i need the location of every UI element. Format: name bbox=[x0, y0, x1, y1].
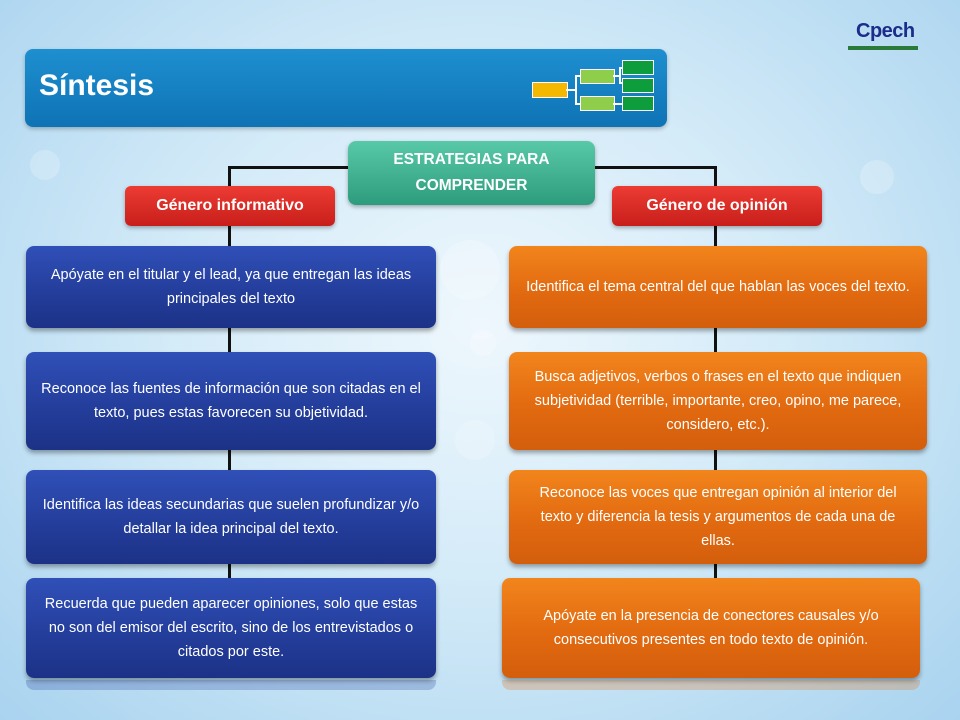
logo-text: Cpech bbox=[856, 20, 915, 42]
connector-line bbox=[228, 166, 231, 190]
right-heading: Género de opinión bbox=[612, 186, 822, 226]
background-sparkle bbox=[470, 330, 496, 356]
reflection bbox=[26, 680, 436, 690]
right-item-1: Identifica el tema central del que habla… bbox=[509, 246, 927, 328]
connector-line bbox=[714, 166, 717, 190]
left-item-3: Identifica las ideas secundarias que sue… bbox=[26, 470, 436, 564]
background-sparkle bbox=[30, 150, 60, 180]
left-item-2-text: Reconoce las fuentes de información que … bbox=[41, 381, 421, 421]
right-item-2: Busca adjetivos, verbos o frases en el t… bbox=[509, 352, 927, 450]
left-item-1-text: Apóyate en el titular y el lead, ya que … bbox=[50, 267, 412, 307]
left-item-4-text: Recuerda que pueden aparecer opiniones, … bbox=[44, 596, 418, 660]
right-item-4: Apóyate en la presencia de conectores ca… bbox=[502, 578, 920, 678]
center-label-line1: ESTRATEGIAS PARA bbox=[393, 151, 550, 168]
reflection bbox=[502, 680, 920, 690]
left-heading-label: Género informativo bbox=[156, 197, 304, 214]
right-item-1-text: Identifica el tema central del que habla… bbox=[526, 279, 910, 295]
center-node: ESTRATEGIAS PARA COMPRENDER bbox=[348, 141, 595, 205]
background-sparkle bbox=[860, 160, 894, 194]
logo-tagline-bar bbox=[848, 46, 918, 50]
left-item-2: Reconoce las fuentes de información que … bbox=[26, 352, 436, 450]
right-heading-label: Género de opinión bbox=[646, 197, 788, 214]
right-item-2-text: Busca adjetivos, verbos o frases en el t… bbox=[534, 369, 902, 433]
right-item-4-text: Apóyate en la presencia de conectores ca… bbox=[543, 608, 879, 648]
page-title: Síntesis bbox=[39, 69, 155, 102]
right-item-3-text: Reconoce las voces que entregan opinión … bbox=[539, 485, 897, 549]
center-label-line2: COMPRENDER bbox=[415, 177, 528, 194]
right-item-3: Reconoce las voces que entregan opinión … bbox=[509, 470, 927, 564]
left-item-3-text: Identifica las ideas secundarias que sue… bbox=[42, 497, 420, 537]
background-sparkle bbox=[440, 240, 500, 300]
background-sparkle bbox=[455, 420, 495, 460]
left-heading: Género informativo bbox=[125, 186, 335, 226]
cpech-logo: Cpech bbox=[848, 20, 918, 52]
left-item-4: Recuerda que pueden aparecer opiniones, … bbox=[26, 578, 436, 678]
left-item-1: Apóyate en el titular y el lead, ya que … bbox=[26, 246, 436, 328]
title-banner: Síntesis bbox=[25, 49, 667, 127]
